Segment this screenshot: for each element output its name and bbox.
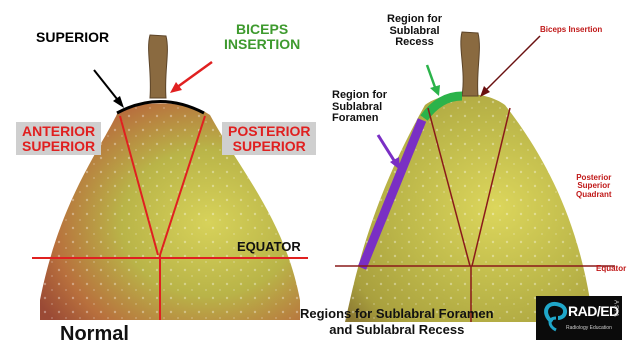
logo-tagline: Radiology Education — [566, 326, 612, 331]
logo-vertical-text: ASIA — [612, 300, 618, 318]
label-biceps-insertion: BICEPS INSERTION — [224, 22, 300, 51]
label-anterior-superior: ANTERIOR SUPERIOR — [16, 122, 101, 155]
label-posterior-superior-quadrant: Posterior Superior Quadrant — [576, 174, 612, 199]
recess-arrow — [427, 65, 436, 90]
label-biceps-insertion-right: Biceps Insertion — [540, 26, 602, 34]
caption-normal: Normal — [60, 324, 129, 345]
caption-regions: Regions for Sublabral Foramen and Sublab… — [300, 306, 494, 339]
foramen-arrow — [378, 135, 395, 162]
right-stem — [461, 32, 480, 96]
right-pear — [335, 32, 615, 322]
biceps-insertion-arrow — [484, 36, 540, 92]
label-superior: SUPERIOR — [36, 30, 109, 45]
left-stem — [149, 35, 168, 98]
label-posterior-superior: POSTERIOR SUPERIOR — [222, 122, 316, 155]
left-biceps-arrow — [176, 62, 212, 88]
label-sublabral-foramen: Region for Sublabral Foramen — [332, 90, 387, 125]
label-equator: EQUATOR — [237, 240, 301, 254]
left-pear — [32, 35, 308, 320]
label-equator-right: Equator — [596, 265, 626, 273]
label-sublabral-recess: Region for Sublabral Recess — [387, 14, 442, 49]
